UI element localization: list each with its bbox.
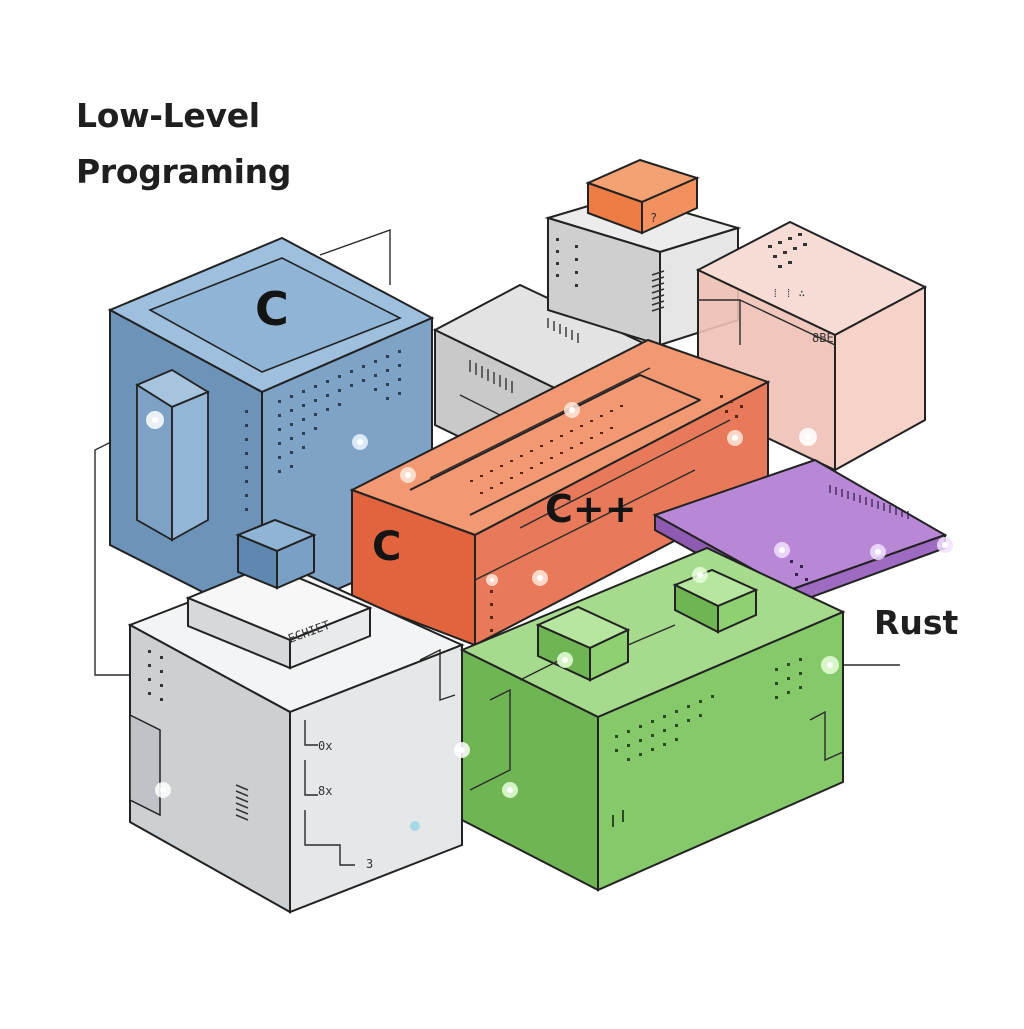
rust-box <box>459 546 846 892</box>
c-front-label: C <box>372 524 401 570</box>
pink-box-label: 8BE <box>812 331 834 345</box>
cpp-box: C++ C <box>349 338 771 647</box>
cap-label: ? <box>650 211 657 225</box>
pink-small-label: ⁞ ⁞ ∴ <box>772 287 805 300</box>
white-box: ECHIET 0x 8x 3 <box>127 518 465 914</box>
title-line-2: Programing <box>76 152 292 191</box>
title-line-1: Low-Level <box>76 96 260 135</box>
cpp-label: C++ <box>545 487 637 531</box>
c-top-label: C <box>255 282 289 336</box>
white-mark-3: 3 <box>366 857 373 871</box>
page-title: Low-Level Programing <box>76 88 291 200</box>
glow-dot-icon <box>146 402 953 831</box>
white-mark-1: 0x <box>318 739 332 753</box>
white-mark-2: 8x <box>318 784 332 798</box>
rust-label: Rust <box>874 603 959 642</box>
